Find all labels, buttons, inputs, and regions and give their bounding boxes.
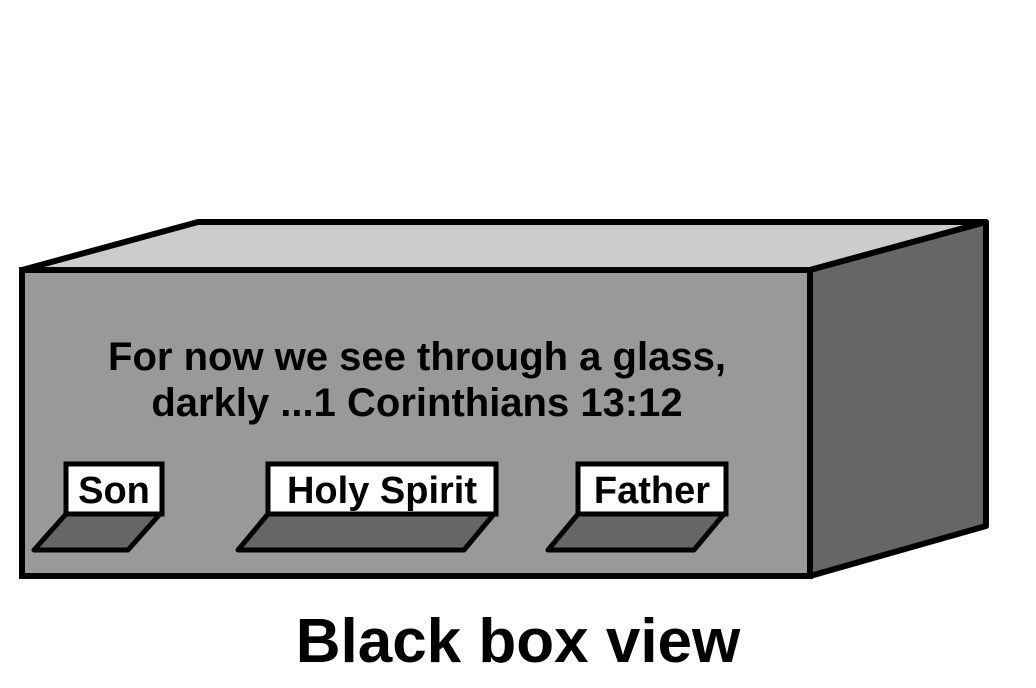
box-side-face <box>807 219 989 579</box>
son-button-label-box[interactable] <box>63 461 165 517</box>
father-button[interactable]: Father <box>545 461 729 553</box>
father-button-slot[interactable] <box>545 511 727 553</box>
holy-spirit-button-slot[interactable] <box>235 511 497 553</box>
quote-line-2: darkly ...1 Corinthians 13:12 <box>151 381 682 425</box>
quote-line-1: For now we see through a glass, <box>108 335 726 379</box>
holy-spirit-button-label[interactable]: Holy Spirit <box>287 470 477 512</box>
holy-spirit-button-label-box[interactable] <box>265 461 499 517</box>
son-button-label[interactable]: Son <box>78 470 150 512</box>
holy-spirit-button[interactable]: Holy Spirit <box>235 461 499 553</box>
father-button-label[interactable]: Father <box>594 470 710 512</box>
son-button[interactable]: Son <box>31 461 165 553</box>
father-button-label-box[interactable] <box>575 461 729 517</box>
diagram-caption: Black box view <box>296 607 741 676</box>
